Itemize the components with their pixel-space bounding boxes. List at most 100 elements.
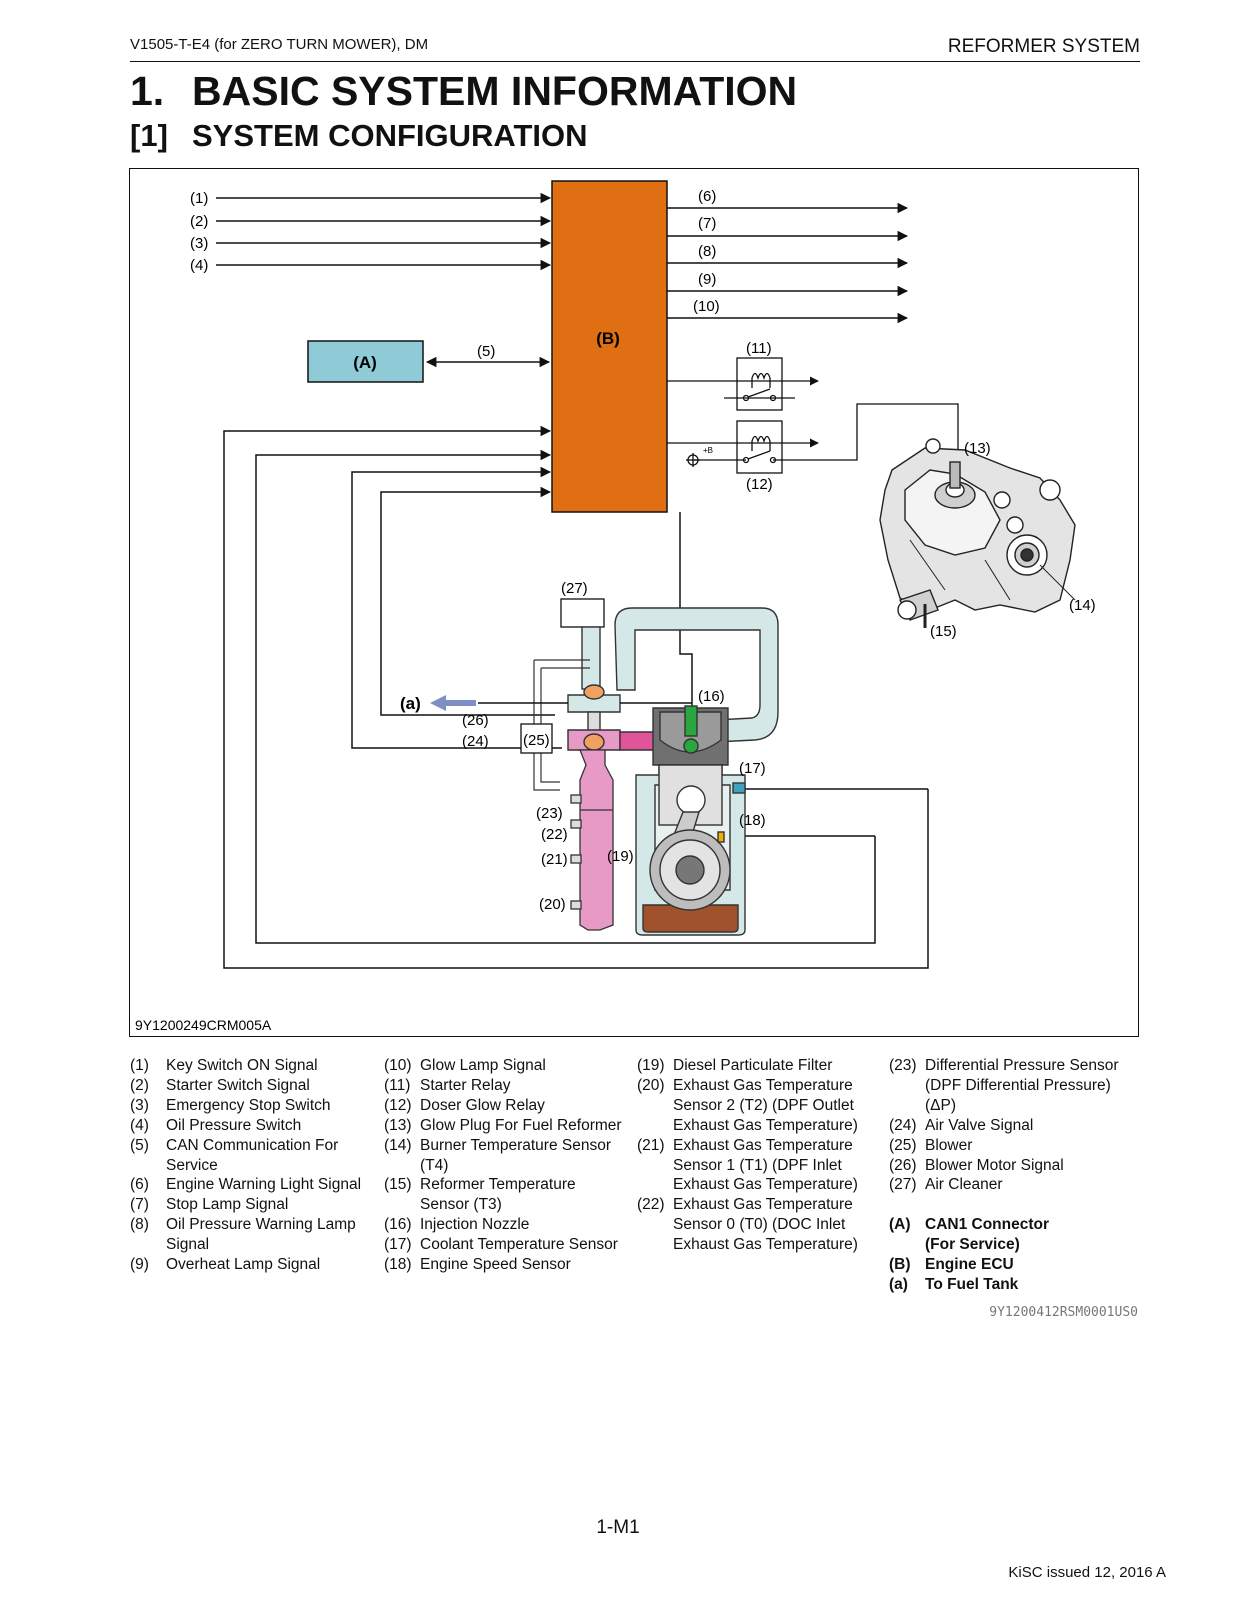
legend-number: (11) <box>384 1076 411 1094</box>
callout-26: (26) <box>462 712 489 729</box>
ecu-label: (B) <box>596 329 620 348</box>
callout-9: (9) <box>698 271 716 288</box>
fuel-reformer-illustration <box>879 438 1076 628</box>
to-fuel-tank-arrow <box>430 695 476 711</box>
legend-item: (15) Reformer Temperature Sensor (T3) <box>384 1175 634 1215</box>
header-rule <box>130 61 1140 62</box>
legend-number: (2) <box>130 1076 149 1094</box>
callout-2: (2) <box>190 213 208 230</box>
legend-text: Reformer Temperature Sensor (T3) <box>420 1176 576 1214</box>
legend-item: (26)Blower Motor Signal <box>889 1156 1139 1176</box>
legend-text: Glow Plug For Fuel Reformer <box>420 1116 622 1134</box>
title-number: 1. <box>130 68 165 114</box>
legend-item: (14) Burner Temperature Sensor (T4) <box>384 1136 634 1176</box>
legend-item: (6)Engine Warning Light Signal <box>130 1175 376 1195</box>
callout-8: (8) <box>698 243 716 260</box>
legend-item: (20)Exhaust Gas Temperature Sensor 2 (T2… <box>637 1076 873 1136</box>
legend-number: (20) <box>637 1076 665 1094</box>
legend-text: Doser Glow Relay <box>420 1096 545 1114</box>
legend-item: (3)Emergency Stop Switch <box>130 1096 376 1116</box>
legend-text: CAN Communication For Service <box>166 1136 339 1174</box>
dpf-illustration <box>570 749 614 931</box>
legend-number: (10) <box>384 1057 412 1074</box>
engine-callouts: (16) (17) (18) (19) (20) (21) (22) (23) … <box>462 688 766 913</box>
legend-text: Emergency Stop Switch <box>166 1096 331 1114</box>
callout-10: (10) <box>693 298 720 315</box>
legend-item: (5) CAN Communication For Service <box>130 1136 376 1176</box>
legend-item: (16)Injection Nozzle <box>384 1215 634 1235</box>
header-model: V1505-T-E4 (for ZERO TURN MOWER), DM <box>130 36 429 53</box>
legend-item: (12) Doser Glow Relay <box>384 1096 634 1116</box>
legend-text: Injection Nozzle <box>420 1216 530 1234</box>
legend-column-4: (23)Differential Pressure Sensor (DPF Di… <box>889 1056 1139 1295</box>
starter-relay <box>667 357 819 411</box>
legend-number: (B) <box>889 1256 911 1274</box>
legend-number: (18) <box>384 1256 412 1274</box>
callout-19: (19) <box>607 848 634 865</box>
legend-item: (17)Coolant Temperature Sensor <box>384 1235 634 1255</box>
callout-22: (22) <box>541 826 568 843</box>
legend-text: Oil Pressure Warning Lamp Signal <box>166 1216 356 1254</box>
callout-15: (15) <box>930 623 957 640</box>
callout-14: (14) <box>1069 597 1096 614</box>
callout-6: (6) <box>698 188 716 205</box>
legend-text: Air Cleaner <box>925 1176 1003 1194</box>
legend-number: (13) <box>384 1116 412 1134</box>
legend-number: (25) <box>889 1136 917 1154</box>
subtitle-number: [1] <box>130 118 168 153</box>
callout-7: (7) <box>698 215 716 232</box>
legend-number: (24) <box>889 1116 917 1134</box>
legend-number: (12) <box>384 1096 412 1114</box>
legend-number: (1) <box>130 1057 149 1074</box>
reformer-callouts: (13) (14) (15) <box>930 440 1096 640</box>
legend-text: Coolant Temperature Sensor <box>420 1236 618 1254</box>
callout-23: (23) <box>536 805 563 822</box>
header-section: REFORMER SYSTEM <box>947 36 1140 57</box>
subtitle-text: SYSTEM CONFIGURATION <box>192 118 588 153</box>
legend-text: To Fuel Tank <box>925 1276 1019 1294</box>
legend-number: (a) <box>889 1276 908 1294</box>
legend-item: (B)Engine ECU <box>889 1255 1139 1275</box>
legend-column-2: (10) Glow Lamp Signal (11) Starter Relay (… <box>384 1056 634 1275</box>
legend-text: Overheat Lamp Signal <box>166 1256 321 1274</box>
legend-text: Starter Relay <box>420 1076 511 1094</box>
legend-item: (10) Glow Lamp Signal <box>384 1056 634 1076</box>
legend-item: (19)Diesel Particulate Filter <box>637 1056 873 1076</box>
can-connector-label: (A) <box>353 353 377 372</box>
callout-20: (20) <box>539 896 566 913</box>
document-code: 9Y1200412RSM0001US0 <box>989 1305 1138 1320</box>
legend-number: (22) <box>637 1196 665 1214</box>
legend-text: Key Switch ON Signal <box>166 1057 318 1074</box>
legend-item: (2) Starter Switch Signal <box>130 1076 376 1096</box>
legend-number: (21) <box>637 1136 665 1154</box>
callout-1: (1) <box>190 190 208 207</box>
callout-27: (27) <box>561 580 588 597</box>
callout-4: (4) <box>190 257 208 274</box>
callout-5: (5) <box>477 343 495 360</box>
callout-21: (21) <box>541 851 568 868</box>
input-callouts: (1) (2) (3) (4) (5) <box>190 190 495 360</box>
page-number: 1-M1 <box>596 1517 640 1538</box>
legend-number: (26) <box>889 1156 917 1174</box>
legend-text: Glow Lamp Signal <box>420 1057 546 1074</box>
legend-text: Oil Pressure Switch <box>166 1116 302 1134</box>
legend-item: (23)Differential Pressure Sensor (DPF Di… <box>889 1056 1139 1116</box>
figure-id: 9Y1200249CRM005A <box>135 1017 272 1033</box>
legend-item: (25) Blower <box>889 1136 1139 1156</box>
legend-number: (6) <box>130 1176 149 1194</box>
battery-label: +B <box>703 446 713 455</box>
legend-number: (14) <box>384 1136 412 1154</box>
legend-text: Burner Temperature Sensor (T4) <box>420 1136 611 1174</box>
legend-text: Exhaust Gas Temperature Sensor 0 (T0) (D… <box>673 1196 858 1254</box>
title-text: BASIC SYSTEM INFORMATION <box>192 68 798 114</box>
can1-connector-block <box>307 340 424 383</box>
legend-text: Blower <box>925 1136 973 1154</box>
callout-12: (12) <box>746 476 773 493</box>
system-configuration-diagram: (B) (A) (1) (2) (3) (4) (5) (6) (7) (8) … <box>129 168 1139 1037</box>
arrow-a-label: (a) <box>400 694 421 713</box>
legend-spacer <box>889 1195 1139 1215</box>
legend-number: (5) <box>130 1136 149 1154</box>
legend-text: Starter Switch Signal <box>166 1076 310 1094</box>
legend-number: (19) <box>637 1057 665 1074</box>
legend-number: (15) <box>384 1176 412 1194</box>
